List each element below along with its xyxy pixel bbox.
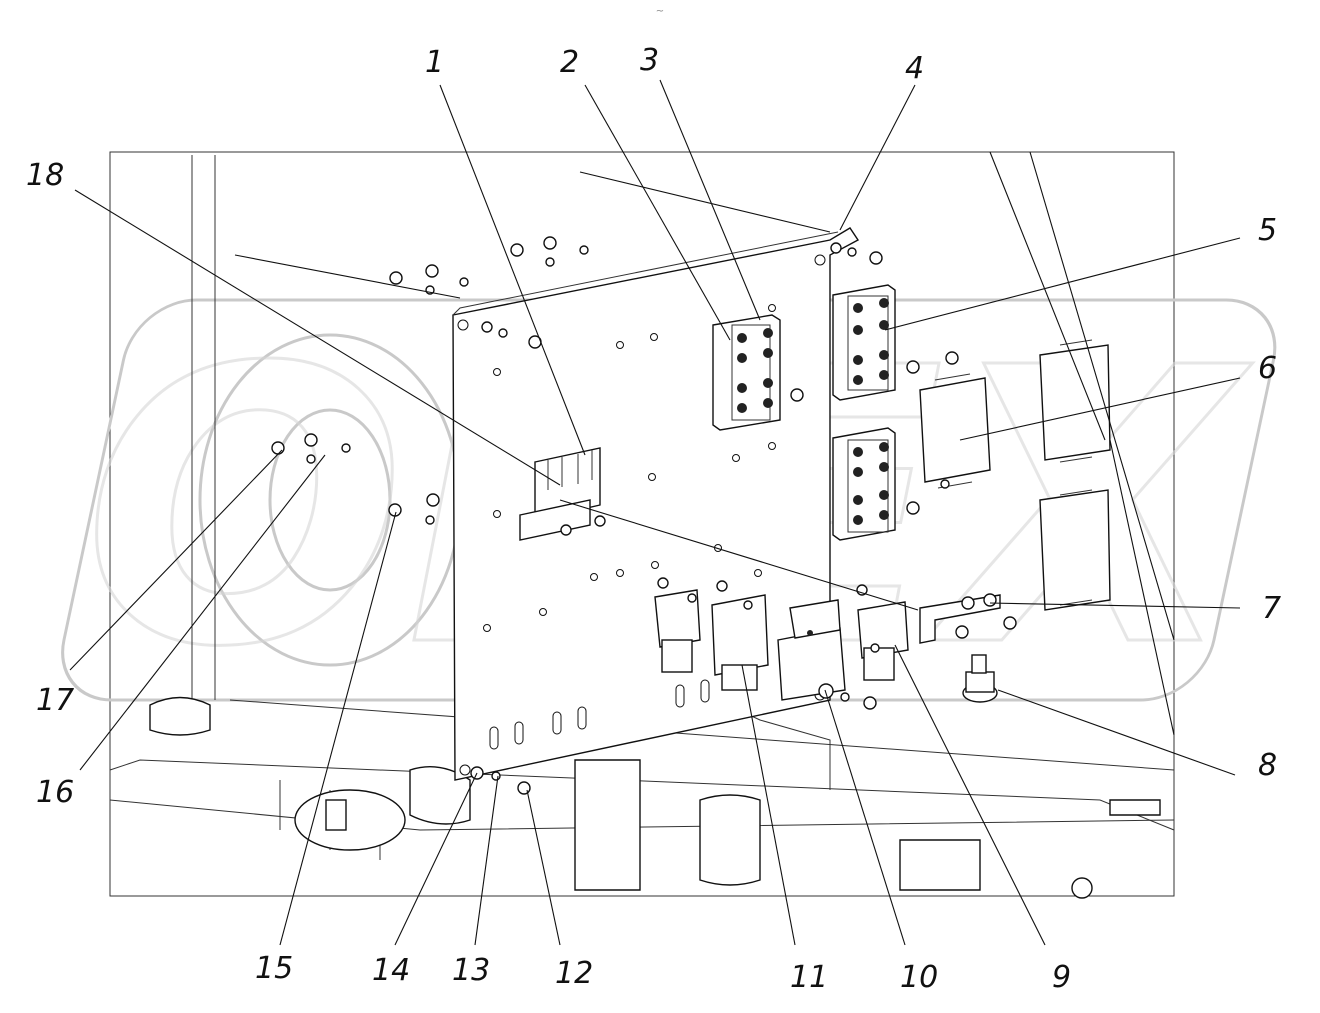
fuse-block-left — [712, 314, 781, 431]
callout-12: 12 — [555, 956, 593, 991]
callout-13: 13 — [452, 953, 490, 988]
plate-slots — [489, 679, 710, 750]
leader-lines — [69, 79, 1241, 946]
bracket-part — [519, 447, 606, 541]
fuse-block-lower-right — [832, 427, 896, 541]
callout-2: 2 — [560, 45, 579, 80]
callout-7: 7 — [1262, 591, 1281, 626]
header-mark: ~ — [656, 6, 664, 17]
callout-3: 3 — [640, 43, 659, 78]
callout-5: 5 — [1258, 213, 1277, 248]
cover-plates — [919, 339, 1111, 611]
drawing-frame — [109, 151, 1175, 897]
callout-8: 8 — [1258, 748, 1277, 783]
relays — [654, 577, 909, 701]
clamp-bracket — [919, 593, 1001, 644]
callout-10: 10 — [900, 960, 938, 995]
callout-1: 1 — [425, 45, 444, 80]
callout-4: 4 — [905, 51, 924, 86]
toggle-switch — [962, 654, 998, 703]
callout-labels: 1 2 3 4 5 6 7 8 9 10 11 12 13 14 15 16 1… — [26, 43, 1281, 995]
fuse-block-upper-right — [832, 284, 896, 401]
callout-14: 14 — [372, 953, 410, 988]
callout-16: 16 — [36, 775, 74, 810]
lower-chassis — [109, 697, 1175, 899]
callout-9: 9 — [1052, 960, 1071, 995]
callout-15: 15 — [255, 951, 293, 986]
callout-17: 17 — [36, 683, 74, 718]
callout-18: 18 — [26, 158, 64, 193]
vertical-pipe — [149, 155, 216, 736]
callout-6: 6 — [1258, 351, 1277, 386]
callout-11: 11 — [790, 960, 828, 995]
